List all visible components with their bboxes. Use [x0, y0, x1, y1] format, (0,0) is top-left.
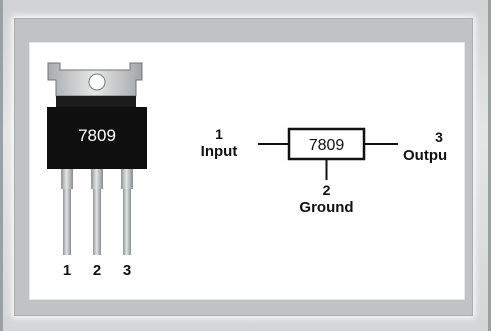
- input-label: Input: [201, 143, 238, 160]
- lead-3-narrow: [123, 189, 131, 255]
- output-label: Outpu: [403, 147, 447, 164]
- schematic-part-number: 7809: [309, 137, 345, 154]
- ground-pin-number: 2: [323, 182, 331, 198]
- package-body: [47, 107, 147, 169]
- input-pin-number: 1: [215, 126, 223, 142]
- lead-2-narrow: [93, 189, 101, 255]
- lead-2: [91, 169, 103, 189]
- lead-1-narrow: [63, 189, 71, 255]
- pin-number-1: 1: [63, 262, 71, 279]
- lead-1: [61, 169, 73, 189]
- regulator-schematic: 7809 1 Input 3 Outpu 2 Ground: [201, 126, 447, 216]
- output-pin-number: 3: [435, 129, 443, 145]
- pin-number-3: 3: [123, 262, 131, 279]
- package-part-number: 7809: [78, 126, 116, 145]
- lead-3: [121, 169, 133, 189]
- tab-body-joint: [56, 96, 136, 107]
- package-leads: [61, 169, 133, 255]
- to220-package: 7809 1 2 3: [47, 62, 147, 279]
- mounting-hole: [88, 73, 106, 91]
- pin-number-2: 2: [93, 262, 101, 279]
- ground-label: Ground: [299, 199, 353, 216]
